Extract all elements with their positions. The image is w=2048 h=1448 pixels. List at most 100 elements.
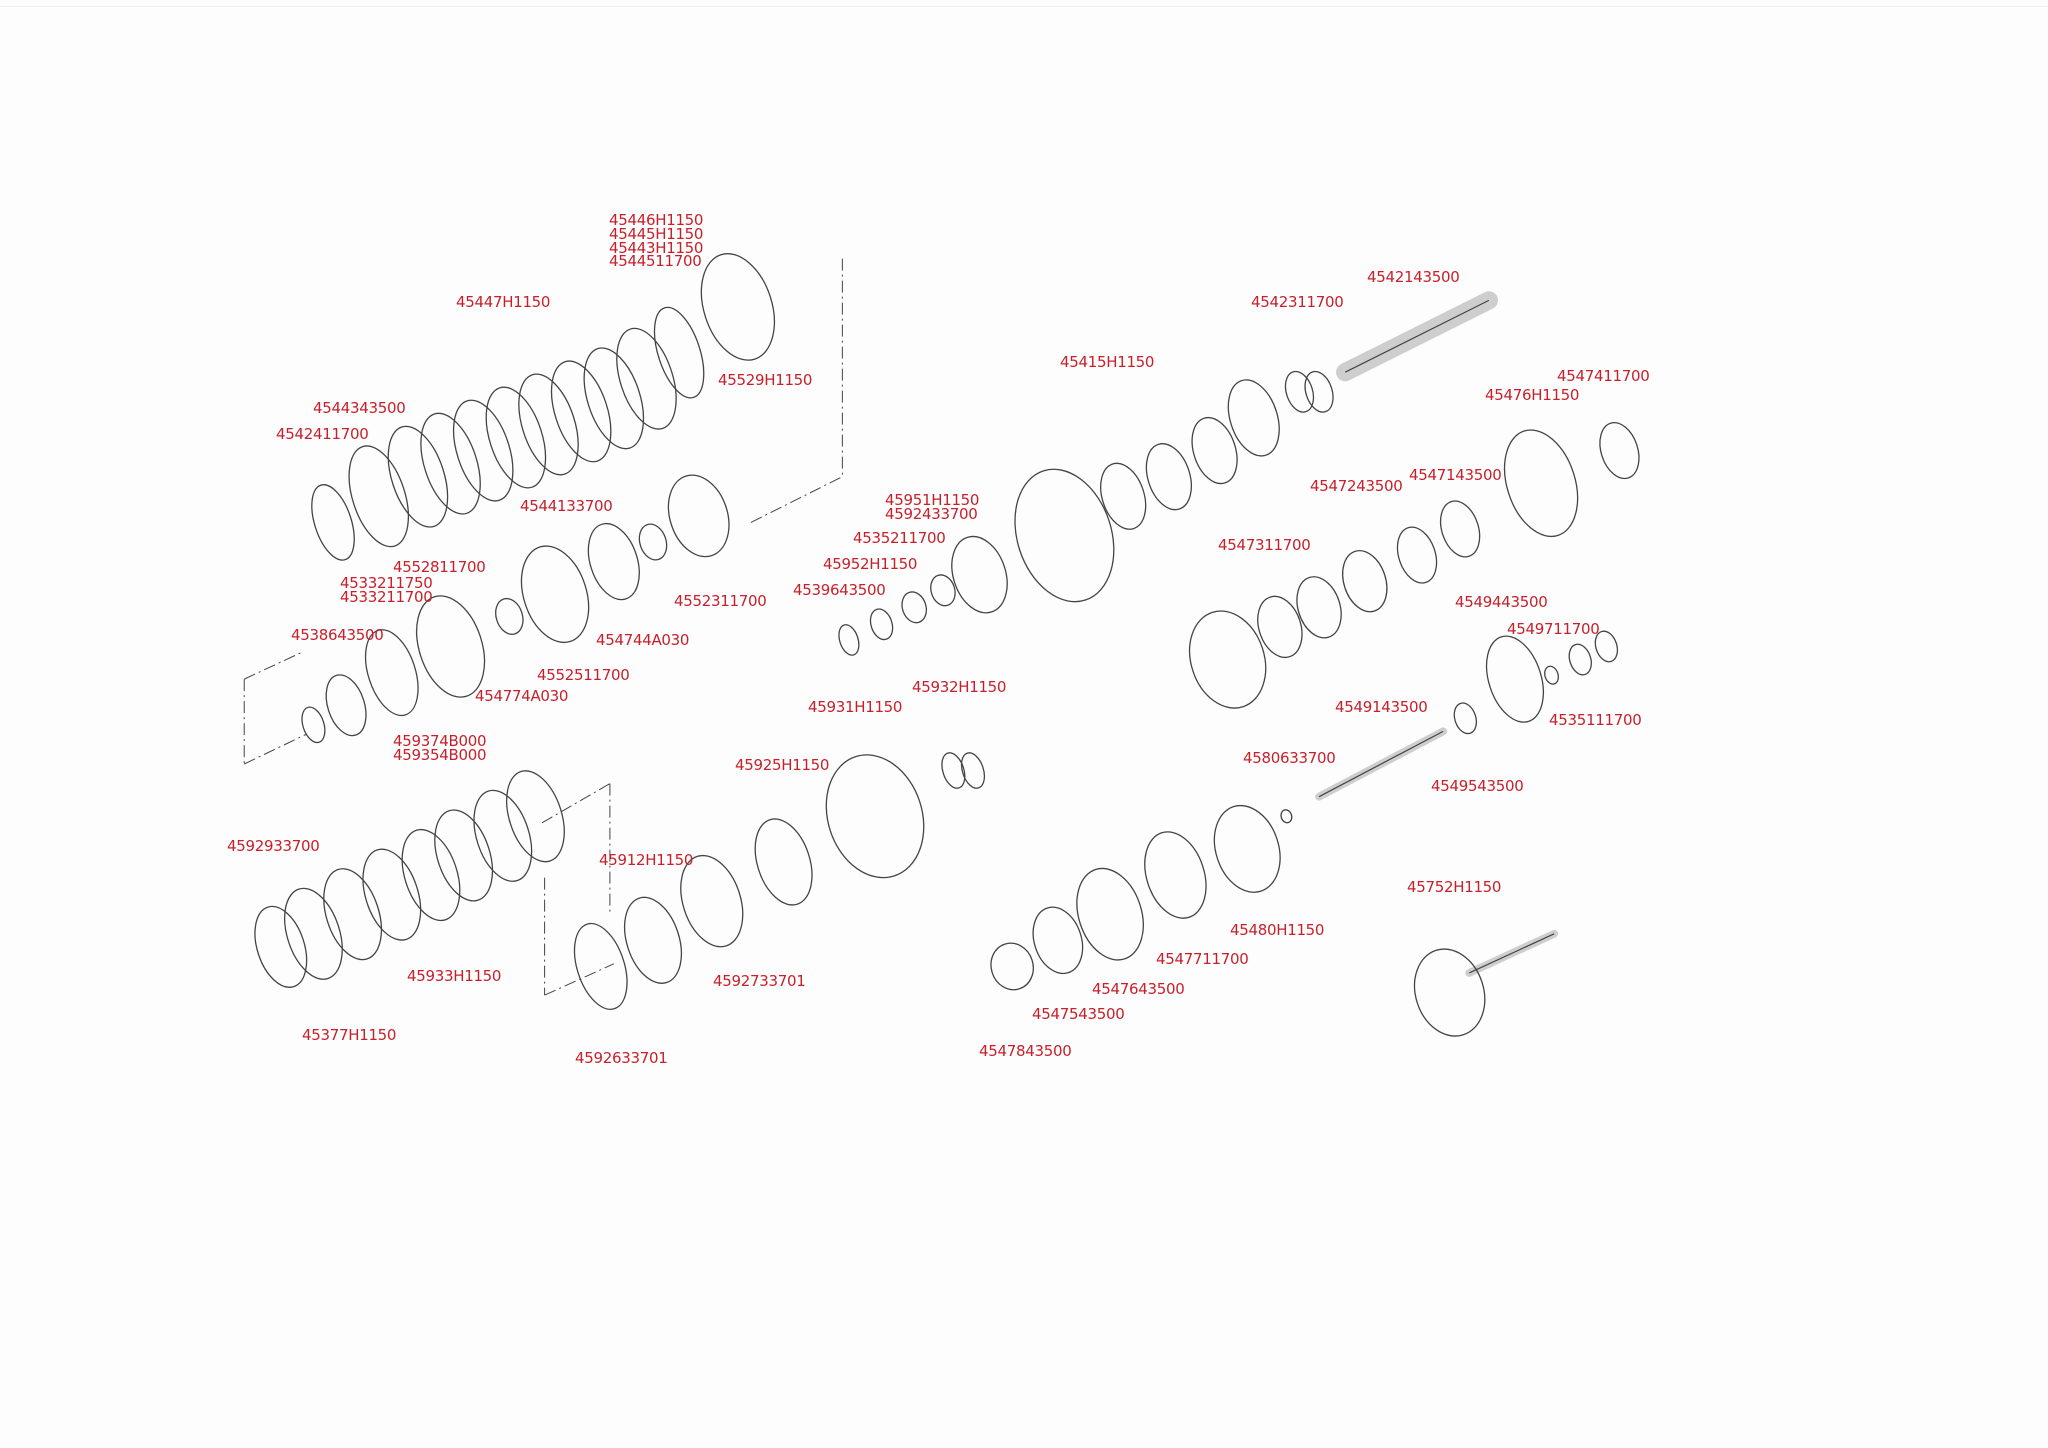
part-label: 4533211700	[340, 588, 433, 606]
part-label: 4592433700	[885, 505, 978, 523]
part-ring	[1439, 500, 1481, 558]
part-ring	[653, 306, 705, 399]
part-ring	[1213, 804, 1281, 893]
part-ring	[362, 848, 422, 941]
part-ring	[951, 535, 1008, 614]
part-ring	[1296, 576, 1342, 639]
assembly-centerline	[244, 652, 301, 680]
part-label: 45952H1150	[823, 555, 918, 573]
part-ring	[638, 523, 668, 561]
part-label: 4538643500	[291, 626, 384, 644]
part-ring	[416, 595, 486, 698]
part-ring	[550, 360, 612, 463]
part-ring	[1280, 809, 1293, 824]
part-label: 45445H1150	[609, 225, 704, 243]
part-ring	[1304, 370, 1334, 413]
part-ring	[1544, 665, 1560, 685]
part-label: 4549543500	[1431, 777, 1524, 795]
part-ring	[301, 706, 326, 744]
part-ring	[1145, 443, 1192, 511]
part-ring	[1485, 635, 1544, 723]
part-ring	[1227, 379, 1280, 457]
part-ring	[387, 425, 449, 528]
part-ring	[700, 253, 776, 361]
part-ring	[401, 828, 461, 922]
part-ring	[1191, 416, 1238, 485]
assembly-centerline	[541, 783, 611, 824]
part-label: 4549143500	[1335, 698, 1428, 716]
part-label: 45476H1150	[1485, 386, 1580, 404]
part-label: 459374B000	[393, 732, 487, 750]
part-ring	[1144, 831, 1207, 919]
part-label: 45447H1150	[456, 293, 551, 311]
part-ring	[930, 574, 956, 607]
part-ring	[573, 922, 628, 1010]
part-label: 454774A030	[475, 687, 569, 705]
part-label: 4592933700	[227, 837, 320, 855]
part-ring	[583, 347, 645, 450]
part-label: 454744A030	[596, 631, 690, 649]
part-ring	[941, 752, 966, 789]
part-ring	[1188, 610, 1267, 709]
part-label: 45951H1150	[885, 491, 980, 509]
part-ring	[1257, 595, 1303, 659]
part-label: 4544343500	[313, 399, 406, 417]
part-ring	[254, 905, 308, 988]
part-ring	[1076, 867, 1144, 961]
part-ring	[452, 399, 514, 502]
part-label: 4539643500	[793, 581, 886, 599]
part-ring	[1568, 643, 1592, 676]
part-ring	[348, 445, 410, 548]
part-label: 4542411700	[276, 425, 369, 443]
part-label: 45415H1150	[1060, 353, 1155, 371]
part-label: 45931H1150	[808, 698, 903, 716]
part-ring	[1503, 429, 1579, 538]
part-label: 4547143500	[1409, 466, 1502, 484]
assembly-centerline	[750, 476, 843, 523]
part-ring	[825, 754, 925, 879]
part-label: 4580633700	[1243, 749, 1336, 767]
part-label: 45933H1150	[407, 967, 502, 985]
part-label: 45446H1150	[609, 211, 704, 229]
assembly-centerline	[244, 733, 308, 765]
part-ring	[473, 789, 533, 882]
part-label: 45480H1150	[1230, 921, 1325, 939]
part-label: 4544511700	[609, 252, 702, 270]
part-ring	[960, 752, 986, 789]
part-ring	[506, 770, 565, 863]
part-ring	[680, 854, 744, 948]
shaft-axis	[1468, 933, 1555, 974]
part-label: 4547311700	[1218, 536, 1311, 554]
part-ring	[1413, 948, 1486, 1037]
part-label: 4547543500	[1032, 1005, 1125, 1023]
part-label: 4592733701	[713, 972, 806, 990]
part-label: 459354B000	[393, 746, 487, 764]
part-label: 45377H1150	[302, 1026, 397, 1044]
part-ring	[485, 386, 547, 489]
part-label: 4547643500	[1092, 980, 1185, 998]
part-ring	[1594, 630, 1619, 663]
part-ring	[518, 373, 579, 476]
part-ring	[325, 674, 367, 737]
part-ring	[623, 896, 683, 984]
part-ring	[434, 809, 494, 902]
part-label: 4547843500	[979, 1042, 1072, 1060]
part-ring	[1032, 906, 1084, 975]
part-label: 45912H1150	[599, 851, 694, 869]
assembly-centerline	[544, 963, 615, 996]
part-label: 4542311700	[1251, 293, 1344, 311]
part-ring	[869, 608, 894, 641]
part-ring	[667, 474, 730, 558]
shaft-axis	[1318, 730, 1444, 798]
part-ring	[1014, 468, 1115, 603]
part-ring	[495, 597, 524, 635]
part-ring	[1342, 550, 1388, 613]
part-label: 4552311700	[674, 592, 767, 610]
part-label: 4544133700	[520, 497, 613, 515]
part-label: 4535211700	[853, 529, 946, 547]
part-label: 45529H1150	[718, 371, 813, 389]
part-ring	[364, 629, 419, 717]
part-label: 4547411700	[1557, 367, 1650, 385]
